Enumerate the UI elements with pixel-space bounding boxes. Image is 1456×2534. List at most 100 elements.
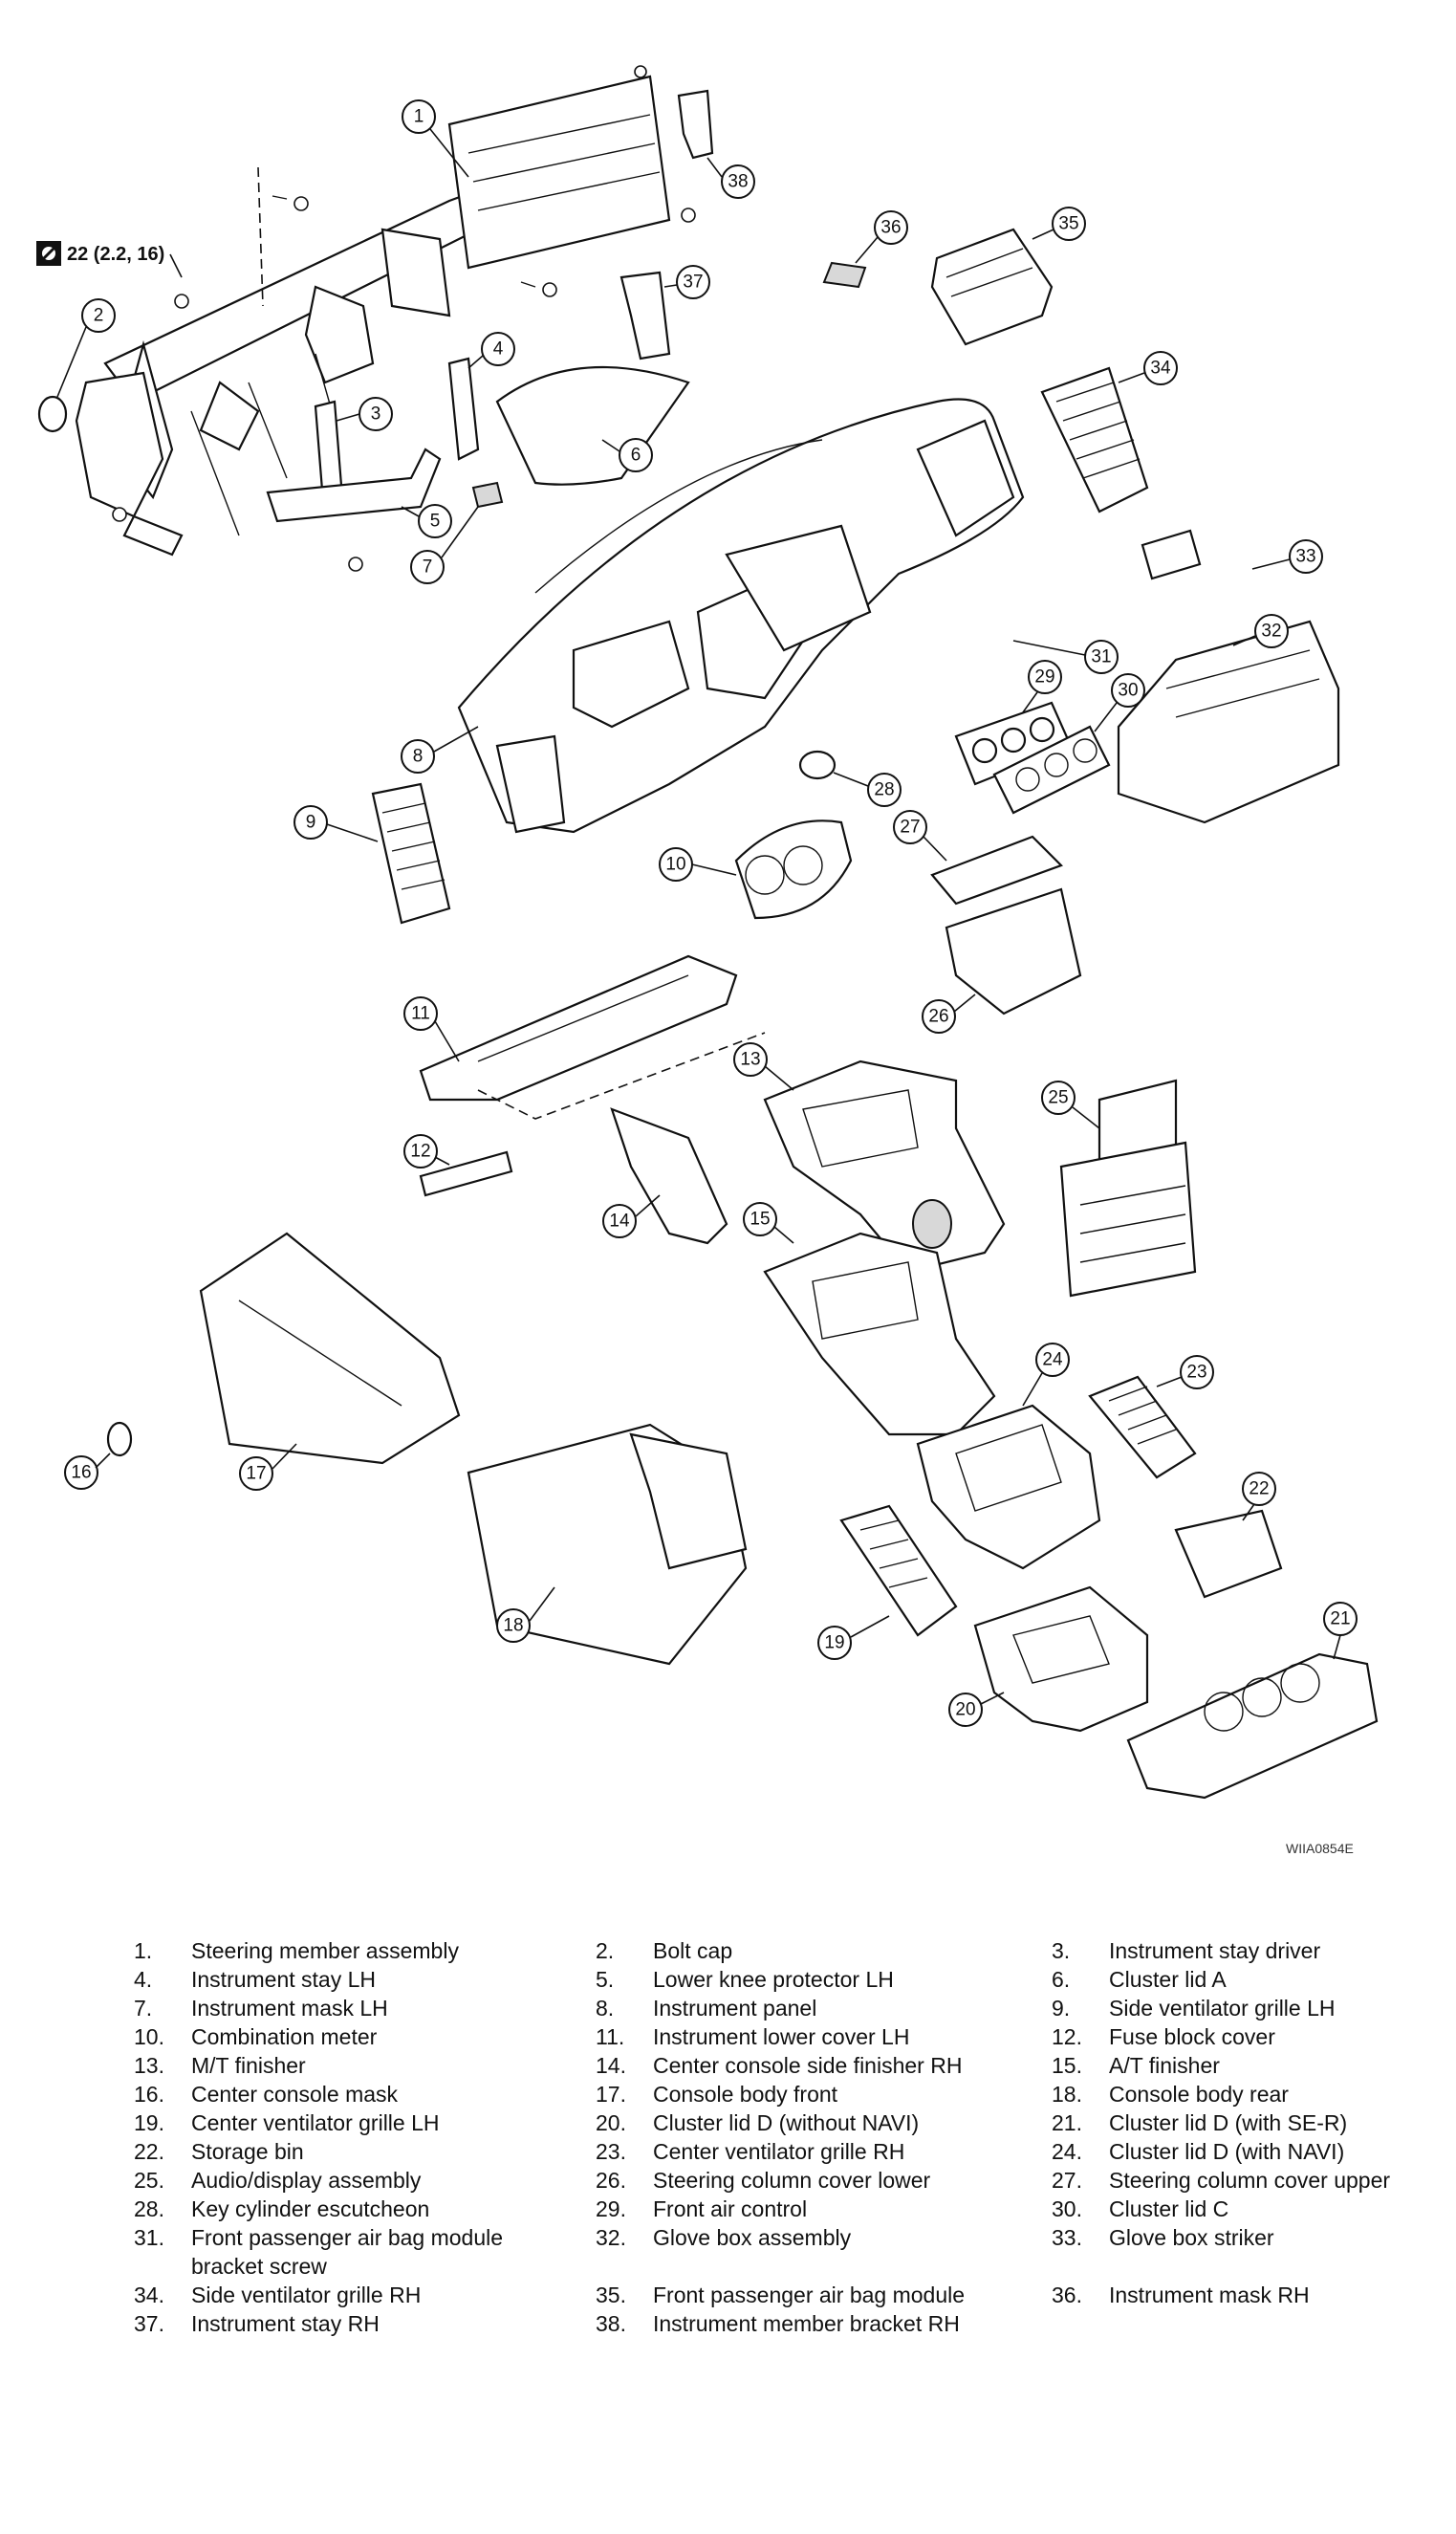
svg-text:11: 11 — [411, 1004, 430, 1024]
legend-item: 23.Center ventilator grille RH — [596, 2139, 905, 2164]
callout-37: 37 — [663, 265, 710, 299]
legend-row: 13.M/T finisher 14.Center console side f… — [134, 2051, 1434, 2080]
legend-row: 25.Audio/display assembly 26.Steering co… — [134, 2166, 1434, 2195]
svg-text:37: 37 — [683, 273, 703, 293]
torque-spec-text: 22 (2.2, 16) — [67, 244, 164, 265]
legend-item: 32.Glove box assembly — [596, 2225, 852, 2250]
callout-18: 18 — [496, 1586, 555, 1643]
svg-text:9: 9 — [306, 813, 316, 833]
svg-text:20: 20 — [955, 1700, 975, 1720]
svg-text:19: 19 — [824, 1633, 844, 1653]
legend-item: 4.Instrument stay LH — [134, 1967, 377, 1992]
callout-25: 25 — [1041, 1081, 1100, 1129]
svg-text:28: 28 — [874, 780, 894, 800]
part-stay-lh — [447, 357, 480, 461]
legend-item: 17.Console body front — [596, 2082, 838, 2107]
svg-text:4: 4 — [493, 339, 504, 360]
legend-item: 18.Console body rear — [1052, 2082, 1289, 2107]
svg-text:5: 5 — [430, 512, 441, 532]
svg-text:25: 25 — [1048, 1088, 1068, 1108]
legend-row: 7.Instrument mask LH 8.Instrument panel … — [134, 1994, 1434, 2022]
svg-text:21: 21 — [1330, 1609, 1350, 1629]
callout-15: 15 — [743, 1202, 794, 1244]
callout-9: 9 — [293, 805, 379, 842]
legend-item: 19.Center ventilator grille LH — [134, 2110, 440, 2135]
callout-10: 10 — [659, 847, 737, 882]
legend-item: 38.Instrument member bracket RH — [596, 2311, 960, 2336]
callout-35: 35 — [1032, 207, 1086, 241]
part-combination-meter — [734, 819, 853, 920]
part-side-vent-rh — [1040, 366, 1149, 513]
part-stay-rh — [619, 271, 671, 360]
legend-item: 28.Key cylinder escutcheon — [134, 2196, 430, 2221]
callout-7: 7 — [410, 506, 479, 584]
legend-item: 21.Cluster lid D (with SE-R) — [1052, 2110, 1348, 2135]
callout-34: 34 — [1118, 351, 1178, 385]
svg-text:2: 2 — [94, 306, 104, 326]
callout-27: 27 — [893, 810, 947, 862]
callout-22: 22 — [1242, 1472, 1276, 1521]
legend-item: 15.A/T finisher — [1052, 2053, 1220, 2078]
exploded-view-diagram: 22 (2.2, 16) — [36, 65, 1379, 1856]
svg-text:36: 36 — [880, 218, 901, 238]
legend-item: 30.Cluster lid C — [1052, 2196, 1229, 2221]
svg-text:27: 27 — [900, 818, 920, 838]
legend-row: 10.Combination meter 11.Instrument lower… — [134, 2022, 1434, 2051]
part-console-body-rear — [467, 1423, 748, 1666]
svg-text:38: 38 — [728, 172, 748, 192]
part-instrument-panel — [457, 398, 1025, 834]
part-at-finisher — [763, 1232, 996, 1436]
svg-text:31: 31 — [1091, 647, 1111, 667]
svg-text:14: 14 — [609, 1212, 630, 1232]
legend-item: 16.Center console mask — [134, 2082, 399, 2107]
legend-item: 1.Steering member assembly — [134, 1938, 459, 1963]
legend-item: 33.Glove box striker — [1052, 2225, 1274, 2250]
svg-text:12: 12 — [410, 1142, 430, 1162]
legend-row: 1.Steering member assembly 2.Bolt cap 3.… — [134, 1936, 1434, 1965]
svg-text:32: 32 — [1261, 622, 1281, 642]
part-mt-finisher — [763, 1059, 1006, 1274]
legend-item: 10.Combination meter — [134, 2024, 378, 2049]
part-mask-lh — [471, 481, 504, 509]
callout-6: 6 — [601, 438, 653, 472]
part-console-side-finisher — [610, 1107, 728, 1245]
part-key-escutcheon — [798, 750, 837, 780]
svg-text:18: 18 — [503, 1616, 523, 1636]
svg-text:30: 30 — [1118, 681, 1138, 701]
callout-29: 29 — [1022, 660, 1062, 713]
part-glove-box — [1117, 620, 1340, 824]
legend-item: 14.Center console side finisher RH — [596, 2053, 963, 2078]
part-console-body-front — [199, 1232, 461, 1465]
callout-38: 38 — [706, 157, 755, 199]
part-fuse-cover — [419, 1150, 513, 1197]
callout-13: 13 — [733, 1042, 794, 1091]
legend-item: 12.Fuse block cover — [1052, 2024, 1275, 2049]
part-console-mask — [106, 1421, 133, 1457]
legend-item: 13.M/T finisher — [134, 2053, 306, 2078]
callout-20: 20 — [948, 1692, 1005, 1727]
svg-text:15: 15 — [750, 1210, 770, 1230]
legend-item: 25.Audio/display assembly — [134, 2168, 422, 2193]
part-side-vent-lh — [371, 782, 451, 925]
callout-28: 28 — [833, 772, 902, 807]
svg-text:34: 34 — [1150, 359, 1171, 379]
part-cluster-lid-c — [992, 725, 1111, 815]
legend-row: 34.Side ventilator grille RH 35.Front pa… — [134, 2281, 1434, 2309]
callout-33: 33 — [1251, 539, 1323, 574]
legend-row: 37.Instrument stay RH 38.Instrument memb… — [134, 2309, 1434, 2338]
svg-text:8: 8 — [413, 747, 424, 767]
svg-text:33: 33 — [1295, 547, 1315, 567]
legend-item: 29.Front air control — [596, 2196, 808, 2221]
part-knee-protector — [266, 448, 442, 523]
legend-row: 22.Storage bin 23.Center ventilator gril… — [134, 2137, 1434, 2166]
callout-1: 1 — [402, 99, 469, 178]
callout-5: 5 — [401, 504, 452, 538]
legend-row: 19.Center ventilator grille LH 20.Cluste… — [134, 2108, 1434, 2137]
callout-17: 17 — [239, 1443, 297, 1491]
part-column-cover-upper — [930, 835, 1063, 906]
svg-text:10: 10 — [665, 855, 685, 875]
legend-item: 9.Side ventilator grille LH — [1052, 1996, 1336, 2021]
svg-text:26: 26 — [928, 1007, 948, 1027]
callout-16: 16 — [64, 1453, 111, 1490]
callout-24: 24 — [1022, 1343, 1070, 1407]
